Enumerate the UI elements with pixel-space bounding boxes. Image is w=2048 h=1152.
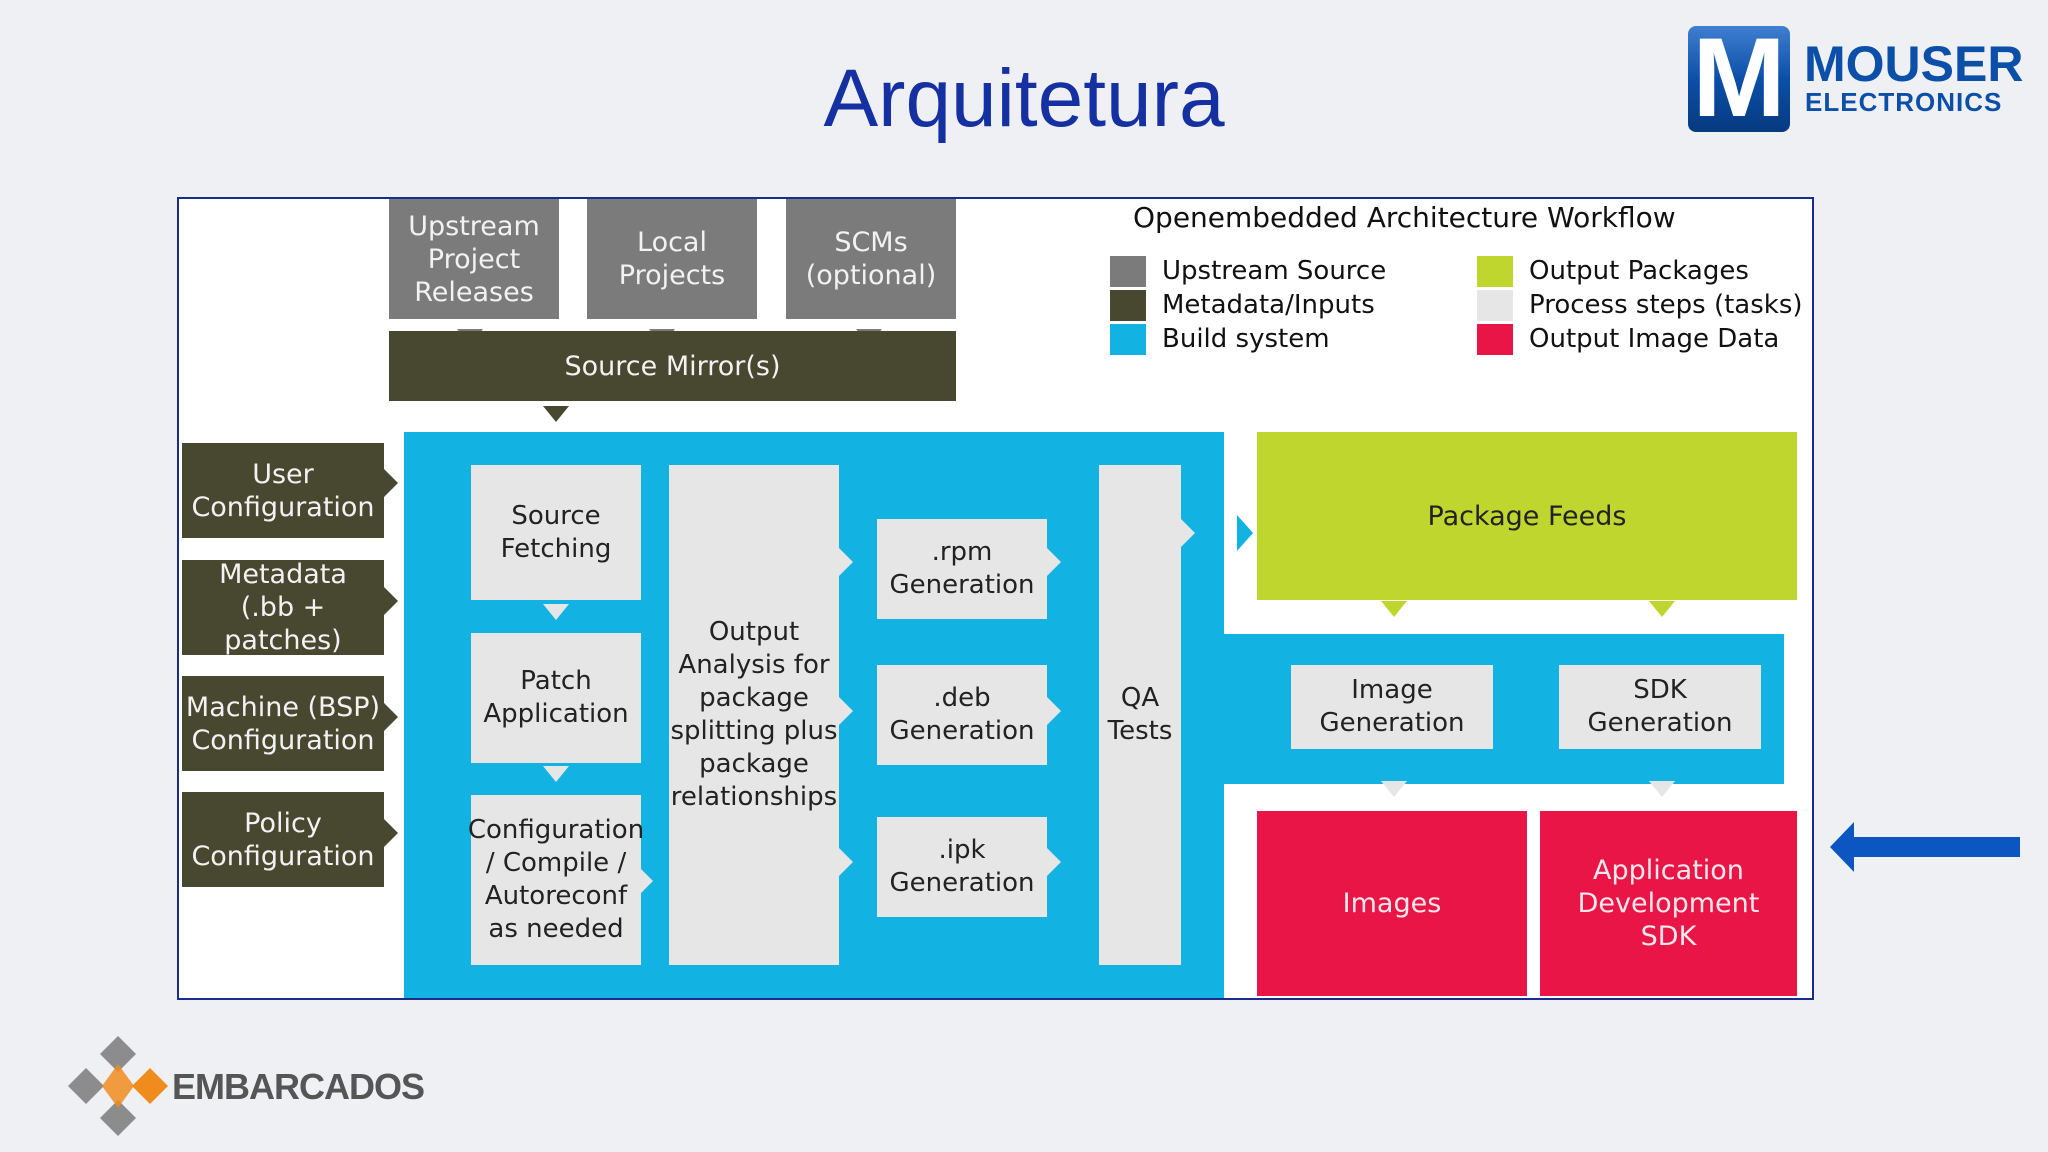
diagram-title: Openembedded Architecture Workflow xyxy=(1133,201,1676,234)
ipk-generation: .ipk Generation xyxy=(877,817,1047,917)
arrow-imagegen-down xyxy=(1381,781,1407,797)
arrow-fetch-down xyxy=(543,604,569,620)
arrow-feeds-sdkgen xyxy=(1649,601,1675,617)
embarcados-logo: EMBARCADOS xyxy=(68,1034,428,1142)
legend-label: Upstream Source xyxy=(1162,256,1387,286)
images-output: Images xyxy=(1257,811,1527,996)
arrow-analysis-deb xyxy=(839,697,853,725)
arrow-configure-right xyxy=(639,867,653,895)
legend-swatch xyxy=(1477,256,1513,287)
slide-title: Arquitetura xyxy=(823,53,1225,144)
deb-generation: .deb Generation xyxy=(877,665,1047,765)
local-projects: Local Projects xyxy=(587,199,757,319)
package-feeds: Package Feeds xyxy=(1257,432,1797,600)
arrow-analysis-rpm xyxy=(839,548,853,576)
legend-swatch xyxy=(1110,324,1146,355)
arrow-analysis-ipk xyxy=(839,848,853,876)
configure-compile: Configuration / Compile / Autoreconf as … xyxy=(468,795,644,965)
qa-tests: QA Tests xyxy=(1099,465,1181,965)
mouser-logo: M MOUSER ELECTRONICS xyxy=(1688,26,2023,134)
arrow-machine-right xyxy=(384,703,398,731)
machine-bsp-configuration: Machine (BSP) Configuration xyxy=(182,676,384,771)
source-mirrors: Source Mirror(s) xyxy=(389,331,956,401)
legend-label: Output Packages xyxy=(1529,256,1749,286)
arrow-patch-down xyxy=(543,766,569,782)
upstream-project-releases: Upstream Project Releases xyxy=(389,199,559,319)
legend-swatch xyxy=(1110,290,1146,321)
arrow-qa-feeds xyxy=(1181,519,1195,547)
arrow-sdkgen-down xyxy=(1649,781,1675,797)
patch-application: Patch Application xyxy=(471,633,641,763)
legend-swatch xyxy=(1110,256,1146,287)
output-analysis: Output Analysis for package splitting pl… xyxy=(669,465,839,965)
embarcados-wordmark: EMBARCADOS xyxy=(172,1066,425,1107)
arrow-build-feeds xyxy=(1237,515,1253,551)
rpm-generation: .rpm Generation xyxy=(877,519,1047,619)
image-generation: Image Generation xyxy=(1291,665,1493,749)
sdk-generation: SDK Generation xyxy=(1559,665,1761,749)
arrow-deb-qa xyxy=(1047,697,1061,725)
mouser-wordmark: MOUSER xyxy=(1804,36,2024,92)
user-configuration: User Configuration xyxy=(182,443,384,538)
pointer-arrow xyxy=(1830,822,2020,872)
policy-configuration: Policy Configuration xyxy=(182,792,384,887)
arrow-rpm-qa xyxy=(1047,548,1061,576)
arrow-mirror-down xyxy=(543,406,569,422)
application-development-sdk: Application Development SDK xyxy=(1540,811,1797,996)
legend-label: Process steps (tasks) xyxy=(1529,290,1803,320)
metadata-patches: Metadata (.bb + patches) xyxy=(182,559,384,656)
architecture-diagram: Upstream Project Releases Local Projects… xyxy=(177,197,1814,1000)
embarcados-mark-icon xyxy=(68,1036,168,1136)
legend-label: Build system xyxy=(1162,324,1330,354)
legend-swatch xyxy=(1477,324,1513,355)
arrow-feeds-imagegen xyxy=(1381,601,1407,617)
mouser-badge: M xyxy=(1688,26,1790,132)
arrow-ipk-qa xyxy=(1047,848,1061,876)
arrow-policy-right xyxy=(384,819,398,847)
legend-label: Output Image Data xyxy=(1529,324,1780,354)
arrow-metadata-right xyxy=(384,587,398,615)
source-fetching: Source Fetching xyxy=(471,465,641,600)
scms-optional: SCMs (optional) xyxy=(786,199,956,319)
mouser-subtitle: ELECTRONICS xyxy=(1805,87,2003,117)
legend-swatch xyxy=(1477,290,1513,321)
legend-label: Metadata/Inputs xyxy=(1162,290,1375,320)
mouser-badge-letter: M xyxy=(1692,26,1786,132)
arrow-user-right xyxy=(384,469,398,497)
